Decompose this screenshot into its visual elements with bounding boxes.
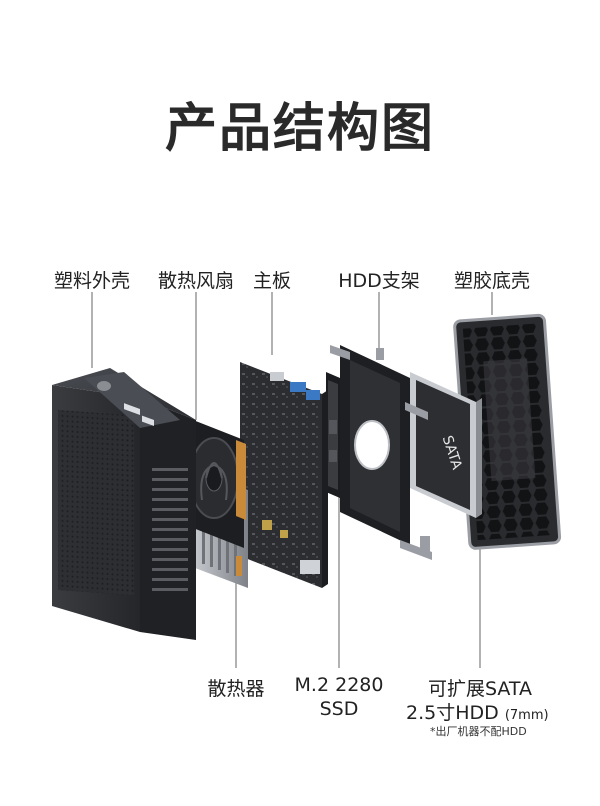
label-m2-line2: SSD: [319, 698, 359, 720]
sata-hdd: SATA: [410, 372, 482, 518]
label-plastic-shell: 塑料外壳: [53, 270, 131, 292]
label-sata-size: (7mm): [504, 708, 549, 723]
motherboard: [240, 362, 328, 588]
label-sata-line1: 可扩展SATA: [427, 678, 533, 700]
label-hdd-bracket: HDD支架: [338, 270, 420, 292]
label-heatsink: 散热器: [207, 678, 265, 700]
m2-ssd: [326, 372, 340, 498]
plastic-shell: [52, 368, 196, 640]
label-sata-line2-group: 2.5寸HDD (7mm): [406, 698, 549, 725]
label-motherboard: 主板: [252, 270, 292, 292]
hdd-bracket: [330, 345, 432, 560]
page-title: 产品结构图: [164, 99, 435, 159]
label-plastic-bottom: 塑胶底壳: [453, 270, 531, 292]
cooling-fan: [188, 418, 246, 548]
label-cooling-fan: 散热风扇: [157, 270, 235, 292]
hdd-not-included-note: *出厂机器不配HDD: [430, 725, 527, 738]
label-m2-line1: M.2 2280: [294, 674, 384, 696]
label-sata-line2: 2.5寸HDD: [406, 702, 499, 724]
